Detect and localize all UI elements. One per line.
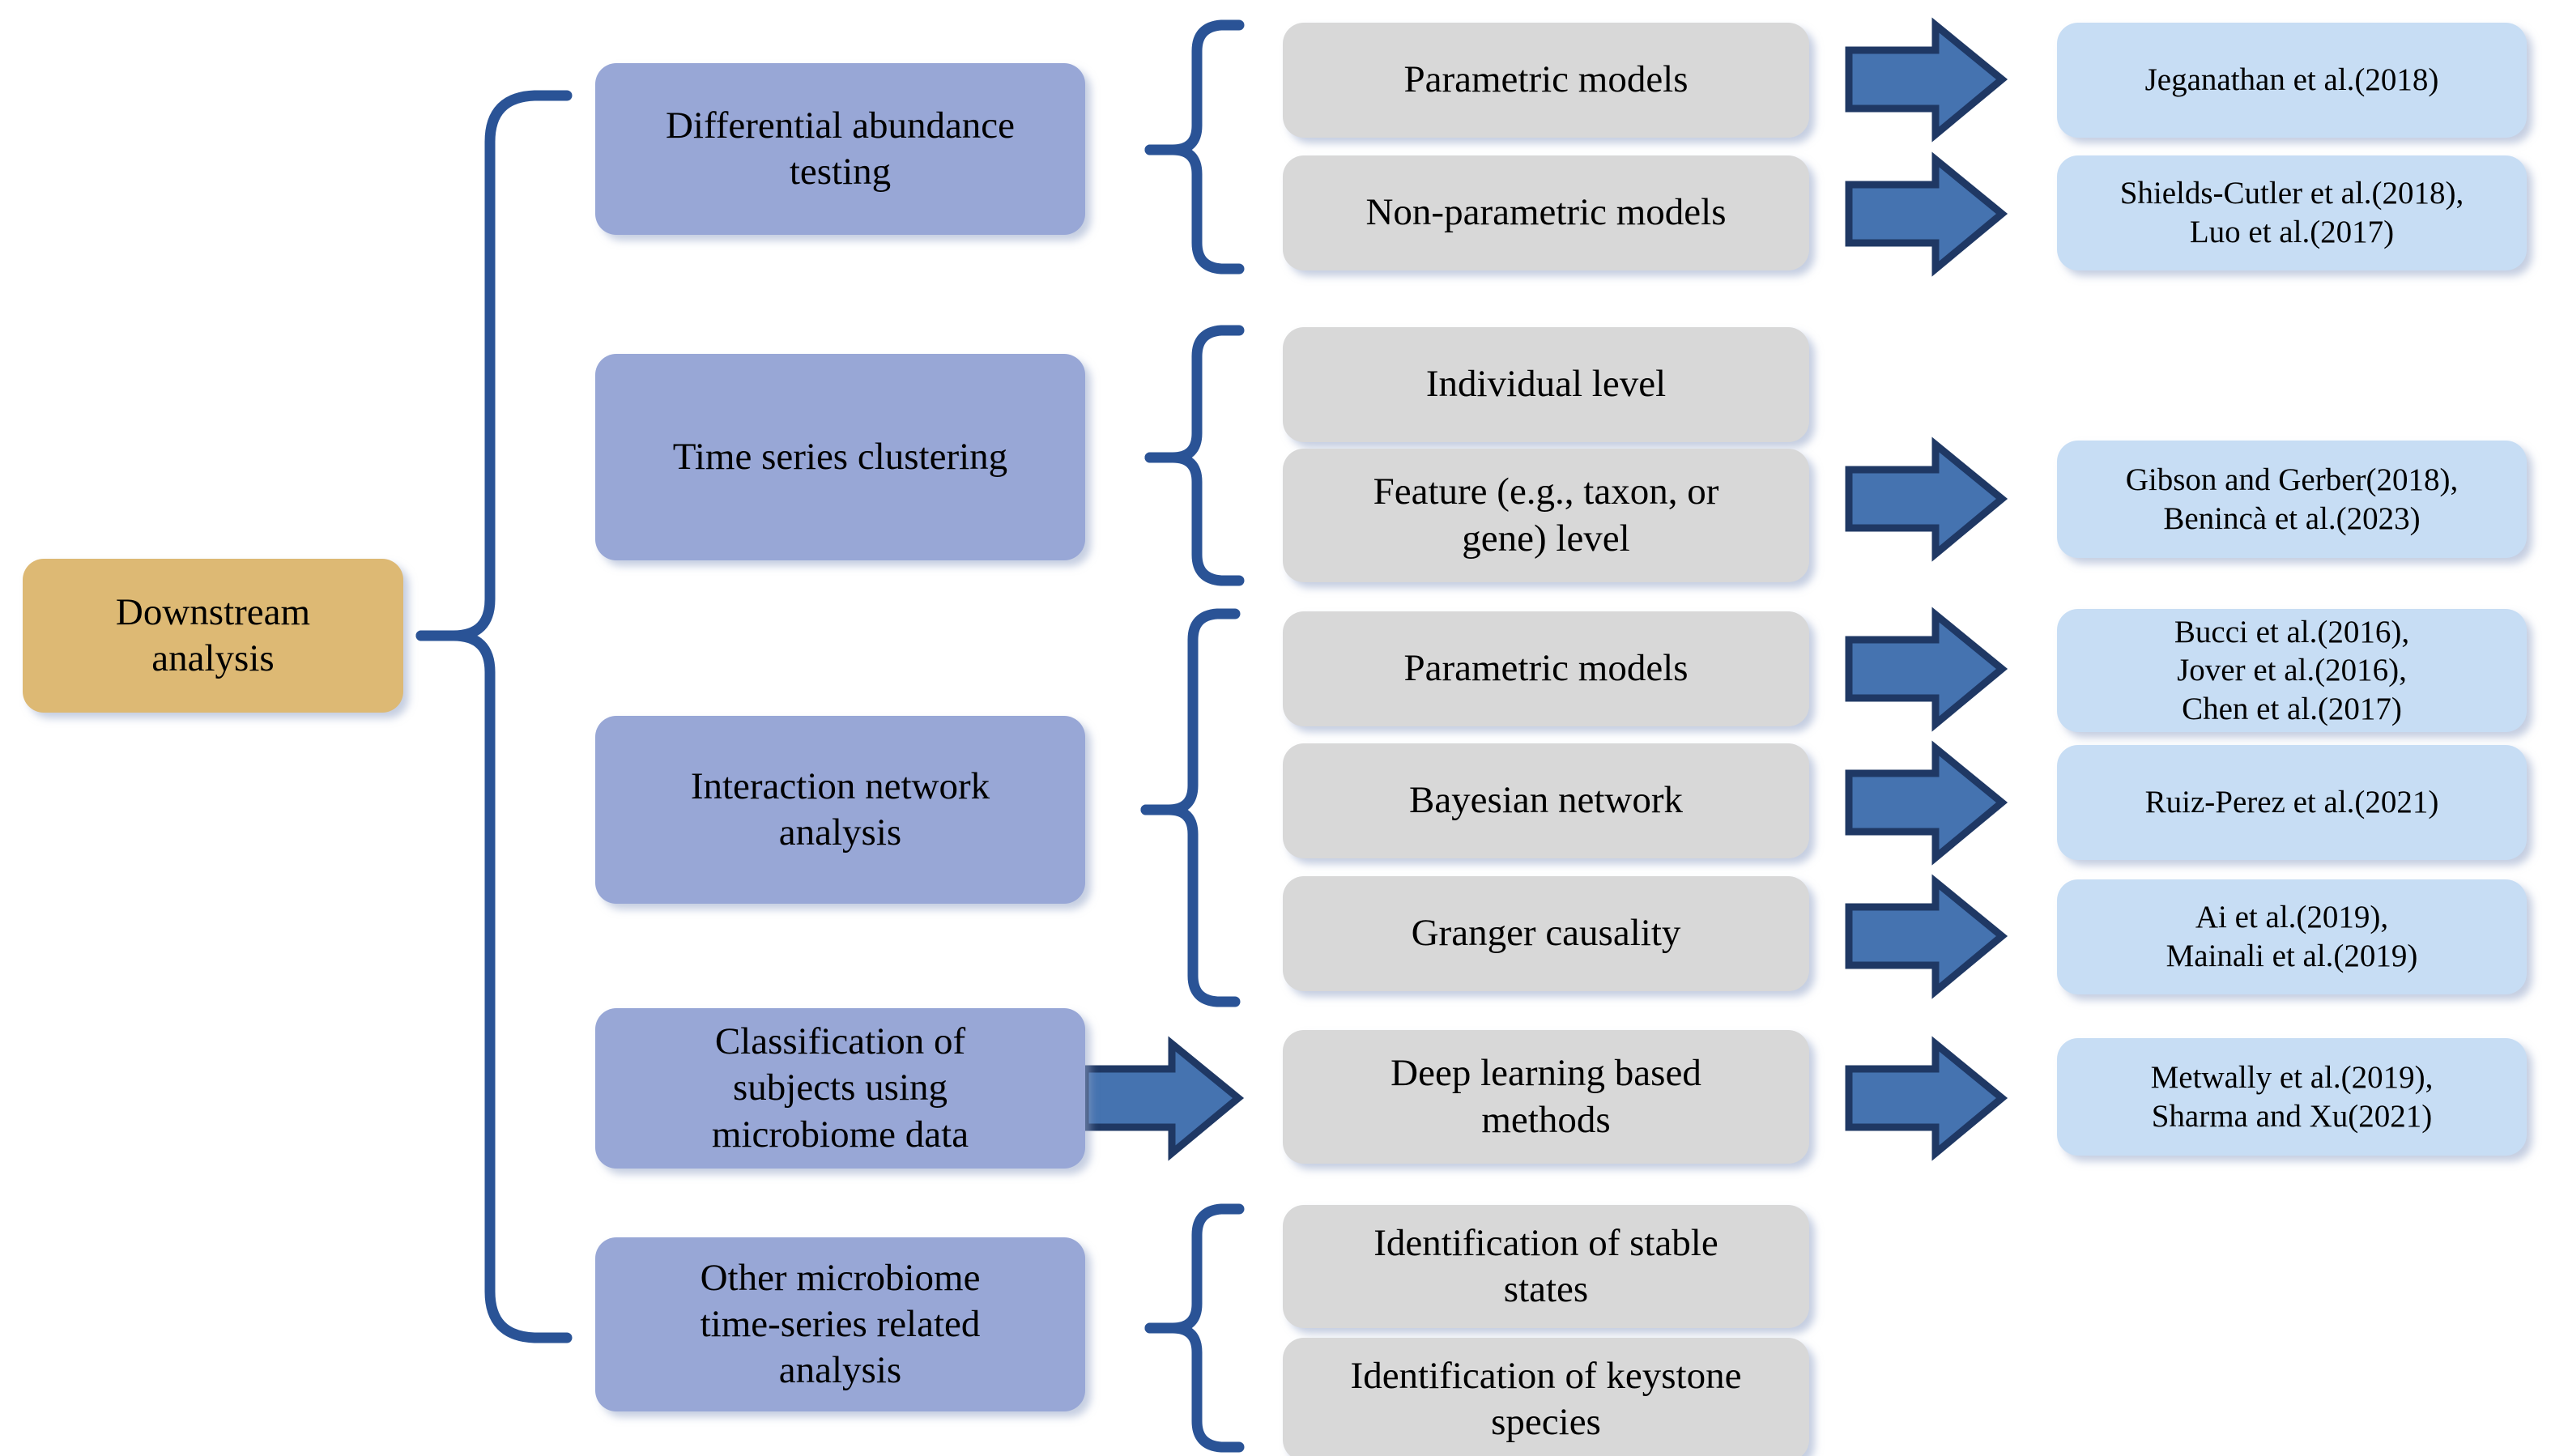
branch-node-time-series-clustering[interactable]: Time series clustering: [595, 354, 1085, 560]
reference-node-gibson-beninca[interactable]: Gibson and Gerber(2018), Benincà et al.(…: [2057, 441, 2527, 558]
method-node-deep-learning-based-methods[interactable]: Deep learning based methods: [1283, 1030, 1809, 1164]
branch-node-differential-abundance-testing[interactable]: Differential abundance testing: [595, 63, 1085, 235]
arrow-icon: [1845, 874, 2008, 999]
method-node-label: Identification of keystone species: [1350, 1354, 1742, 1443]
reference-node-label: Ruiz-Perez et al.(2021): [2144, 785, 2439, 820]
method-node-parametric-models-2[interactable]: Parametric models: [1283, 611, 1809, 726]
root-node[interactable]: Downstream analysis: [23, 559, 403, 713]
method-node-label: Bayesian network: [1408, 779, 1684, 822]
brace-branch-5: [1144, 1203, 1245, 1453]
arrow-icon: [1845, 17, 2008, 143]
reference-node-bucci-jover-chen[interactable]: Bucci et al.(2016), Jover et al.(2016), …: [2057, 609, 2527, 732]
reference-node-label: Jeganathan et al.(2018): [2144, 62, 2439, 98]
branch-node-label: Interaction network analysis: [690, 764, 990, 854]
branch-node-label: Other microbiome time-series related ana…: [700, 1256, 981, 1392]
reference-node-metwally-sharma[interactable]: Metwally et al.(2019), Sharma and Xu(202…: [2057, 1038, 2527, 1156]
reference-node-shields-cutler-luo[interactable]: Shields-Cutler et al.(2018), Luo et al.(…: [2057, 155, 2527, 270]
arrow-icon: [1845, 151, 2008, 277]
branch-node-classification-of-subjects[interactable]: Classification of subjects using microbi…: [595, 1008, 1085, 1169]
method-node-individual-level[interactable]: Individual level: [1283, 327, 1809, 442]
arrow-icon: [1845, 740, 2008, 866]
method-node-label: Granger causality: [1411, 912, 1681, 955]
reference-node-label: Gibson and Gerber(2018), Benincà et al.(…: [2125, 462, 2459, 536]
reference-node-label: Ai et al.(2019), Mainali et al.(2019): [2166, 900, 2418, 973]
brace-branch-1: [1144, 19, 1245, 275]
method-node-identification-of-keystone-species[interactable]: Identification of keystone species: [1283, 1338, 1809, 1456]
branch-node-label: Differential abundance testing: [665, 104, 1016, 193]
main-brace: [415, 90, 573, 1343]
method-node-label: Parametric models: [1403, 58, 1689, 101]
arrow-icon: [1845, 1036, 2008, 1161]
reference-node-jeganathan[interactable]: Jeganathan et al.(2018): [2057, 23, 2527, 138]
brace-branch-2: [1144, 325, 1245, 586]
method-node-label: Parametric models: [1403, 647, 1689, 690]
branch-node-other-microbiome-time-series[interactable]: Other microbiome time-series related ana…: [595, 1237, 1085, 1411]
method-node-label: Feature (e.g., taxon, or gene) level: [1373, 470, 1719, 560]
method-node-feature-level[interactable]: Feature (e.g., taxon, or gene) level: [1283, 449, 1809, 582]
branch-node-interaction-network-analysis[interactable]: Interaction network analysis: [595, 716, 1085, 904]
arrow-icon: [1845, 436, 2008, 562]
arrow-icon: [1081, 1036, 1245, 1161]
brace-branch-3: [1140, 608, 1241, 1007]
method-node-parametric-models-1[interactable]: Parametric models: [1283, 23, 1809, 138]
reference-node-ruiz-perez[interactable]: Ruiz-Perez et al.(2021): [2057, 745, 2527, 860]
method-node-label: Individual level: [1425, 363, 1667, 406]
branch-node-label: Time series clustering: [672, 435, 1008, 478]
method-node-identification-of-stable-states[interactable]: Identification of stable states: [1283, 1205, 1809, 1328]
reference-node-ai-mainali[interactable]: Ai et al.(2019), Mainali et al.(2019): [2057, 879, 2527, 994]
method-node-non-parametric-models[interactable]: Non-parametric models: [1283, 155, 1809, 270]
method-node-label: Deep learning based methods: [1390, 1052, 1701, 1141]
root-node-label: Downstream analysis: [115, 590, 311, 679]
reference-node-label: Metwally et al.(2019), Sharma and Xu(202…: [2150, 1059, 2434, 1134]
method-node-label: Identification of stable states: [1373, 1221, 1718, 1310]
method-node-bayesian-network[interactable]: Bayesian network: [1283, 743, 1809, 858]
reference-node-label: Bucci et al.(2016), Jover et al.(2016), …: [2174, 614, 2410, 726]
branch-node-label: Classification of subjects using microbi…: [711, 1020, 969, 1156]
method-node-granger-causality[interactable]: Granger causality: [1283, 876, 1809, 991]
method-node-label: Non-parametric models: [1365, 191, 1727, 234]
reference-node-label: Shields-Cutler et al.(2018), Luo et al.(…: [2119, 176, 2464, 249]
arrow-icon: [1845, 607, 2008, 732]
